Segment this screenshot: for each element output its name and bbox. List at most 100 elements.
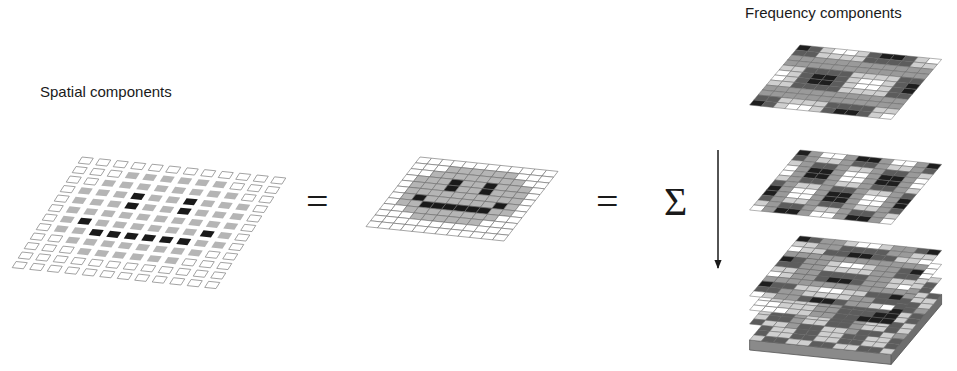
grid-cell (141, 234, 156, 241)
grid-cell (119, 181, 134, 188)
grid-cell (141, 265, 156, 272)
grid-cell (193, 270, 208, 277)
grid-cell (879, 332, 895, 338)
grid-cell (113, 161, 128, 168)
grid-cell (153, 246, 168, 253)
grid-cell (65, 267, 80, 274)
grid-cell (154, 185, 169, 192)
grid-cell (136, 183, 151, 190)
grid-cell (78, 187, 93, 194)
grid-cell (253, 175, 268, 182)
grid-cell (235, 234, 250, 241)
grid-cell (89, 199, 104, 206)
grid-cell (100, 271, 115, 278)
grid-cell (230, 183, 245, 190)
grid-cell (30, 233, 45, 240)
grid-cell (194, 209, 209, 216)
grid-cell (212, 211, 227, 218)
grid-cell (212, 181, 227, 188)
grid-cell (112, 252, 127, 259)
grid-cell (131, 162, 146, 169)
grid-cell (106, 261, 121, 268)
grid-cell (142, 174, 157, 181)
grid-cell (187, 280, 202, 287)
grid-cell (106, 231, 121, 238)
grid-cell (223, 223, 238, 230)
spatial-grid (12, 157, 286, 289)
grid-cell (42, 214, 57, 221)
grid-cell (78, 157, 93, 164)
grid-cell (247, 185, 262, 192)
grid-cell (147, 255, 162, 262)
grid-cell (176, 238, 191, 245)
grid-cell (124, 233, 139, 240)
grid-cell (205, 281, 220, 288)
grid-cell (83, 238, 98, 245)
grid-cell (59, 246, 74, 253)
grid-cell (224, 192, 239, 199)
grid-cell (201, 170, 216, 177)
grid-cell (879, 113, 895, 119)
grid-cell (123, 263, 138, 270)
grid-cell (152, 276, 167, 283)
grid-cell (89, 229, 104, 236)
grid-cell (71, 227, 86, 234)
grid-cell (253, 205, 268, 212)
grid-cell (107, 200, 122, 207)
grid-cell (200, 230, 215, 237)
grid-cell (48, 235, 63, 242)
section-label: Spatial components (40, 84, 172, 101)
grid-cell (189, 189, 204, 196)
grid-cell (47, 265, 62, 272)
grid-cell (164, 257, 179, 264)
grid-cell (182, 228, 197, 235)
grid-cell (879, 348, 895, 354)
grid-cell (241, 194, 256, 201)
grid-cell (88, 259, 103, 266)
grid-cell (100, 240, 115, 247)
grid-cell (36, 254, 51, 261)
grid-cell (65, 237, 80, 244)
grid-cell (54, 225, 69, 232)
grid-cell (48, 205, 63, 212)
grid-cell (12, 262, 27, 269)
grid-cell (24, 243, 39, 250)
grid-cell (118, 212, 133, 219)
grid-cell (53, 256, 68, 263)
frequency-layers (750, 45, 942, 364)
grid-cell (171, 217, 186, 224)
grid-cell (60, 186, 75, 193)
grid-cell (113, 191, 128, 198)
grid-cell (101, 210, 116, 217)
grid-cell (142, 204, 157, 211)
grid-cell (166, 166, 181, 173)
grid-cell (129, 253, 144, 260)
grid-cell (241, 224, 256, 231)
grid-cell (18, 252, 33, 259)
grid-cell (247, 215, 262, 222)
section-label: Frequency components (745, 5, 902, 22)
grid-cell (66, 206, 81, 213)
grid-cell (147, 225, 162, 232)
grid-cell (879, 304, 895, 310)
grid-cell (160, 176, 175, 183)
grid-cell (188, 249, 203, 256)
grid-cell (159, 236, 174, 243)
grid-cell (84, 178, 99, 185)
grid-cell (30, 263, 45, 270)
grid-cell (229, 243, 244, 250)
grid-cell (95, 219, 110, 226)
grid-cell (94, 250, 109, 257)
grid-cell (879, 218, 895, 224)
grid-cell (206, 221, 221, 228)
grid-cell (206, 190, 221, 197)
grid-cell (130, 223, 145, 230)
sum-arrow (717, 150, 719, 268)
grid-cell (130, 193, 145, 200)
grid-cell (96, 159, 111, 166)
grid-cell (148, 195, 163, 202)
grid-cell (170, 278, 185, 285)
grid-cell (71, 257, 86, 264)
slab-side (750, 340, 892, 364)
grid-cell (223, 253, 238, 260)
